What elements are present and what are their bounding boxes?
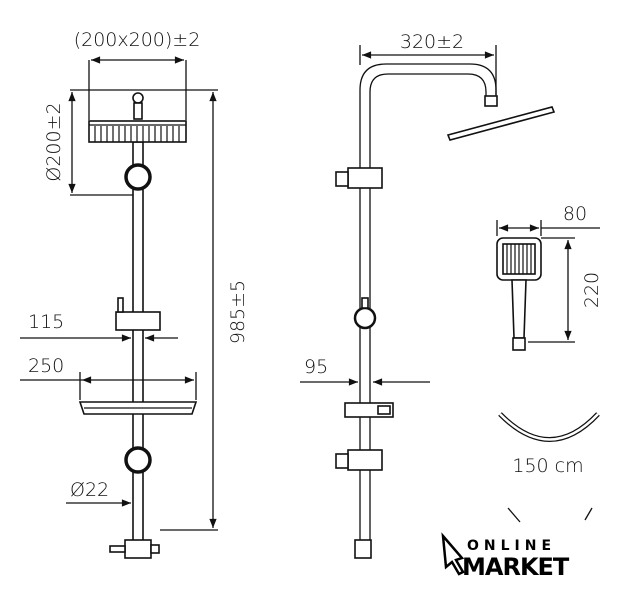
diverter-valve [124, 539, 152, 559]
pipe-diameter-label: Ø22 [70, 479, 109, 501]
hand-shower-width-label: 80 [563, 203, 587, 225]
slide-holder-lower [347, 449, 383, 471]
shelf-width-label: 250 [28, 355, 64, 377]
valve-side [354, 539, 372, 559]
rain-shower-head-side [446, 106, 556, 141]
total-height-label: 985±5 [227, 280, 249, 344]
hand-shower-height-label: 220 [581, 272, 603, 308]
logo-line1: ONLINE [467, 538, 556, 554]
front-view: (200x200)±2 Ø200±2 985±5 115 250 [20, 29, 249, 559]
pole-connector-lower [124, 446, 152, 474]
shower-arm-joint [484, 95, 498, 107]
hand-shower: 80 220 [496, 203, 603, 351]
hand-shower-holder [115, 311, 161, 331]
side-view: 320±2 95 [300, 31, 556, 559]
arm-length-label: 320±2 [400, 31, 464, 53]
holder-width-label: 115 [28, 311, 64, 333]
online-market-logo: ONLINE MARKET [441, 532, 571, 581]
hose: 150 cm [498, 412, 600, 523]
hose-length-label: 150 cm [512, 455, 583, 477]
depth-label: 95 [304, 356, 328, 378]
pole-connector [124, 163, 152, 191]
logo-line2: MARKET [462, 553, 570, 581]
head-size-label: (200x200)±2 [74, 29, 201, 51]
slide-holder-upper [347, 167, 383, 189]
cursor-icon [441, 532, 465, 576]
head-diameter-label: Ø200±2 [43, 102, 65, 181]
shower-pole [132, 141, 144, 548]
